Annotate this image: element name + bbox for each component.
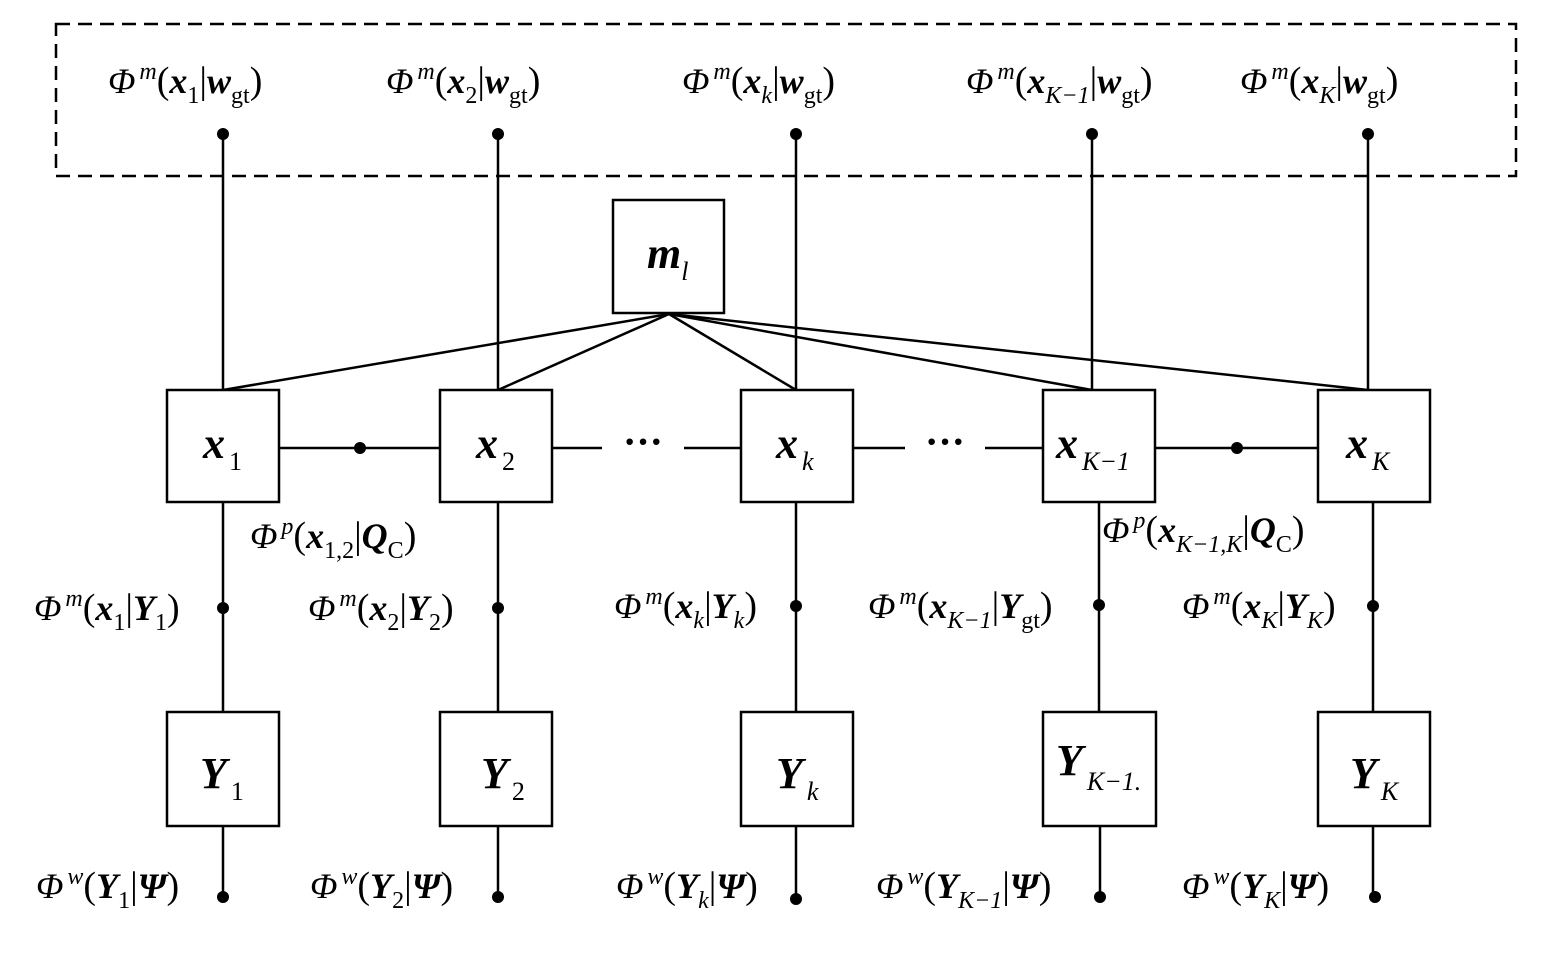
y-node-var: Υ	[1056, 736, 1087, 785]
m-node: ml	[611, 198, 726, 315]
y-node-sub: 1	[231, 777, 244, 806]
factor-dot	[1369, 891, 1381, 903]
factor-dot	[492, 602, 504, 614]
x-node-sub: K	[1371, 447, 1391, 476]
factor-dot	[790, 893, 802, 905]
y-node-sub: k	[807, 777, 819, 806]
x-node-var: x	[775, 419, 798, 468]
x-node-var: x	[1345, 419, 1368, 468]
svg-text:xk: xk	[775, 419, 814, 476]
x-node-var: x	[475, 419, 498, 468]
m-node-sub: l	[681, 257, 688, 286]
svg-text:Υ1: Υ1	[200, 749, 244, 806]
factor-dot	[217, 891, 229, 903]
svg-text:Υk: Υk	[776, 749, 819, 806]
factor-dot	[1094, 891, 1106, 903]
factor-dot	[492, 891, 504, 903]
y-node-var: Υ	[200, 749, 231, 798]
svg-text:x1: x1	[202, 419, 242, 476]
x-node-sub: K−1	[1081, 447, 1130, 476]
y-node-sub: K−1.	[1086, 767, 1141, 796]
factor-dot	[790, 128, 802, 140]
factor-dot	[1367, 600, 1379, 612]
m-node-var: m	[647, 229, 681, 278]
factor-dot	[1231, 442, 1243, 454]
svg-text:Υ2: Υ2	[481, 749, 525, 806]
factor-dot	[354, 442, 366, 454]
svg-text:x2: x2	[475, 419, 515, 476]
y-node-var: Υ	[481, 749, 512, 798]
factor-dot	[217, 128, 229, 140]
chain-ellipsis-2: ···	[925, 419, 965, 464]
svg-text:xK: xK	[1345, 419, 1391, 476]
top-factor-edges	[221, 134, 1370, 390]
y-node-sub: K	[1380, 777, 1400, 806]
y-node-var: Υ	[776, 749, 807, 798]
x-node-sub: 2	[502, 447, 515, 476]
x-node-var: x	[1055, 419, 1078, 468]
factor-dot	[217, 602, 229, 614]
factor-dot	[1093, 599, 1105, 611]
top-factor-group-frame	[54, 22, 1518, 178]
factor-dot	[1086, 128, 1098, 140]
factor-dots	[217, 128, 1381, 905]
x-node-var: x	[202, 419, 225, 468]
svg-text:ΥK−1.: ΥK−1.	[1056, 736, 1141, 796]
m-node-edges	[222, 312, 1369, 392]
chain-ellipsis-1: ···	[623, 419, 663, 464]
y-to-bottom-edges	[221, 826, 1375, 897]
factor-dot	[492, 128, 504, 140]
factor-dot	[1362, 128, 1374, 140]
svg-text:ΥK: ΥK	[1350, 749, 1400, 806]
x-node-sub: 1	[229, 447, 242, 476]
svg-text:ml: ml	[647, 229, 688, 286]
y-node-sub: 2	[512, 777, 525, 806]
x-node-sub: k	[802, 447, 814, 476]
svg-text:xK−1: xK−1	[1055, 419, 1130, 476]
factor-dot	[790, 600, 802, 612]
y-node-var: Υ	[1350, 749, 1381, 798]
